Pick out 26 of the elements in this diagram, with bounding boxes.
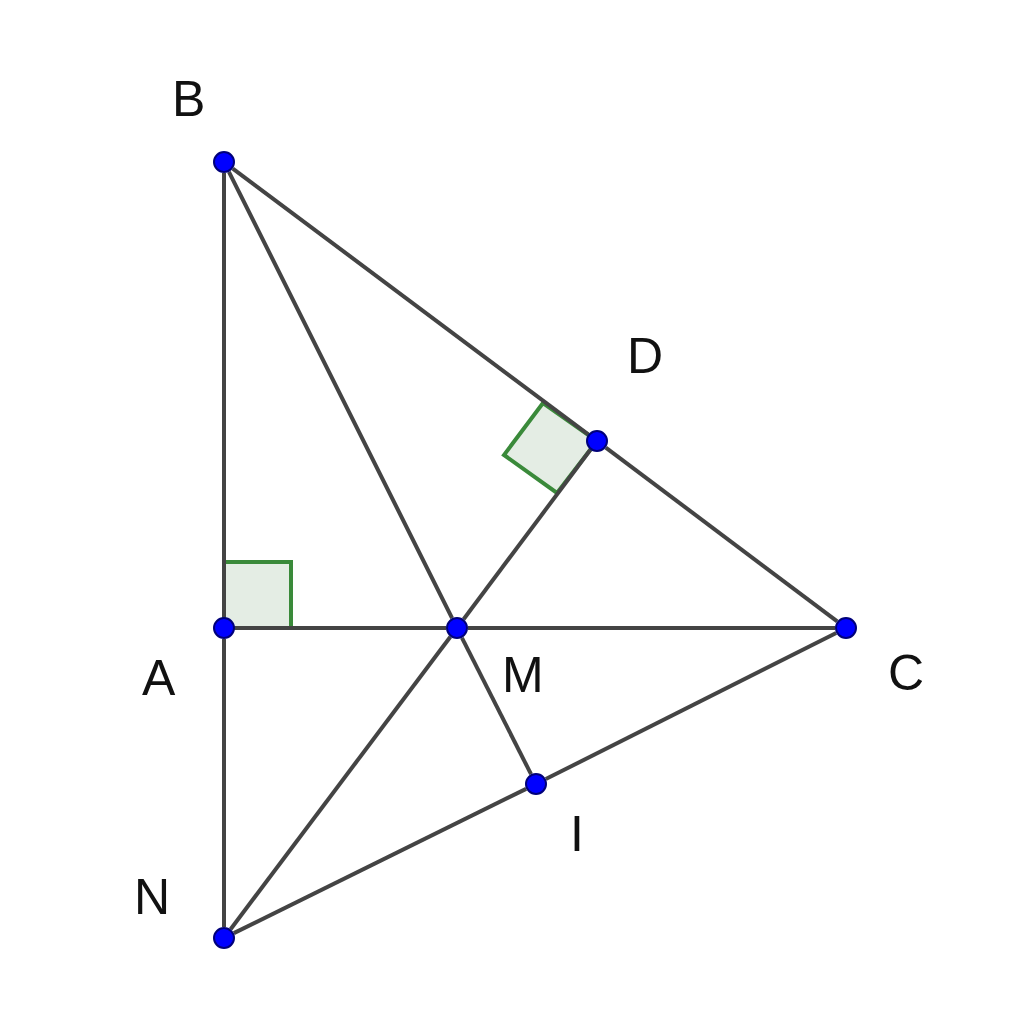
point (525, 773, 547, 795)
line-segment (544, 631, 838, 781)
point (835, 617, 857, 639)
line-segment (462, 448, 592, 621)
line-segment (231, 167, 590, 436)
point (213, 617, 235, 639)
point-label: D (627, 331, 664, 381)
point-label: I (570, 809, 584, 859)
line-segment (468, 626, 835, 630)
point (446, 617, 468, 639)
point (213, 927, 235, 949)
line-segment (229, 635, 452, 931)
line-segment (222, 639, 226, 927)
line-segment (222, 173, 226, 617)
line-segment (232, 787, 528, 935)
point-label: M (502, 650, 544, 700)
line-segment (235, 626, 446, 630)
point-label: B (172, 74, 206, 124)
point-label: A (142, 653, 176, 703)
point-label: N (134, 872, 171, 922)
point (213, 151, 235, 173)
line-segment (604, 446, 839, 623)
point-label: C (888, 648, 925, 698)
line-segment (227, 170, 454, 620)
line-segment (460, 636, 533, 776)
point (586, 430, 608, 452)
